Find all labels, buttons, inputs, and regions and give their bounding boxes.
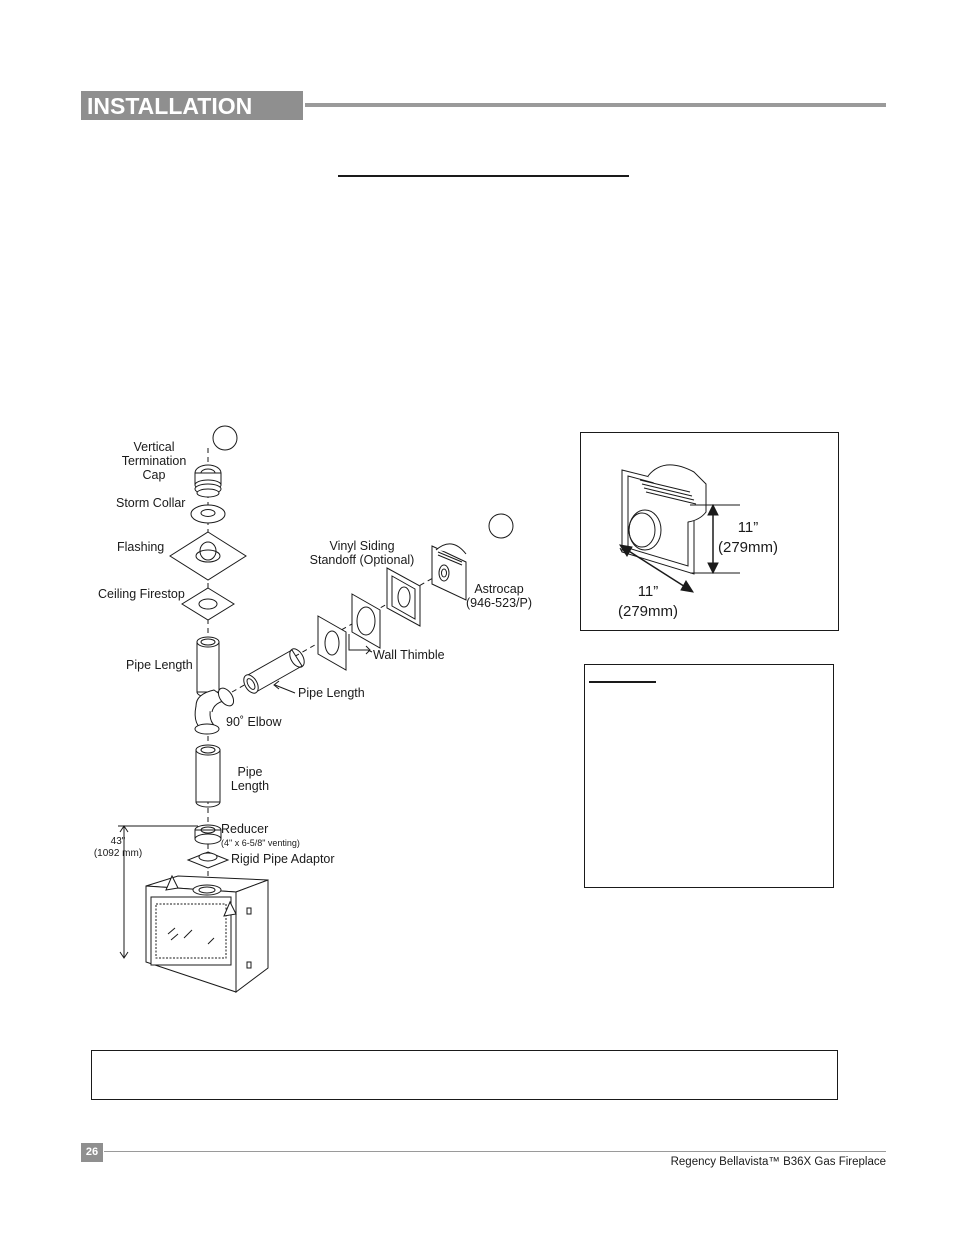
bottom-note-box <box>91 1050 838 1100</box>
label-storm-collar: Storm Collar <box>116 496 186 510</box>
label-reducer: Reducer <box>221 822 269 836</box>
inset-dim-horizontal: 11” (279mm) <box>617 583 678 620</box>
label-wall-thimble: Wall Thimble <box>373 648 445 662</box>
note-heading-rule <box>589 681 656 683</box>
flashing <box>169 531 247 581</box>
pipe-length-arrow <box>274 684 296 694</box>
label-vinyl-siding-standoff: Vinyl Siding Standoff (Optional) <box>309 539 415 567</box>
label-astrocap: Astrocap (946-523/P) <box>465 582 532 610</box>
section-rule <box>305 103 886 107</box>
label-rigid-pipe-adaptor: Rigid Pipe Adaptor <box>231 852 335 866</box>
label-elbow: 90˚ Elbow <box>226 715 282 729</box>
inset-dim-vertical: 11” (279mm) <box>717 519 778 556</box>
vertical-termination-cap <box>194 464 222 498</box>
vinyl-siding-standoff <box>386 567 421 627</box>
fireplace-unit <box>145 874 269 993</box>
rigid-pipe-adaptor <box>186 851 230 869</box>
storm-collar <box>190 504 226 524</box>
pipe-length-horizontal <box>243 648 305 694</box>
label-pipe-length-lower: Pipe Length <box>230 765 270 793</box>
label-pipe-length-upper: Pipe Length <box>126 658 193 672</box>
wall-thimble <box>317 593 381 671</box>
inset-astrocap-drawing <box>618 464 740 593</box>
label-height-dimension: 43" (1092 mm) <box>93 836 143 859</box>
marker-circle-horizontal <box>488 513 514 539</box>
marker-circle-vertical <box>212 425 238 451</box>
astrocap <box>431 543 467 601</box>
elbow <box>194 687 235 735</box>
height-dimension <box>118 825 198 959</box>
section-title: INSTALLATION <box>87 93 253 119</box>
pipe-length-lower <box>195 744 221 808</box>
label-pipe-length-horizontal: Pipe Length <box>298 686 365 700</box>
title-underline <box>338 175 629 177</box>
note-box <box>584 664 834 888</box>
section-tab <box>81 91 303 120</box>
footer-rule <box>104 1151 886 1152</box>
label-vertical-termination-cap: Vertical Termination Cap <box>121 440 187 482</box>
page-number: 26 <box>85 1146 99 1158</box>
reducer <box>194 824 222 845</box>
label-flashing: Flashing <box>117 540 165 554</box>
footer-product-name: Regency Bellavista™ B36X Gas Fireplace <box>670 1156 886 1168</box>
label-reducer-note: (4" x 6-5/8" venting) <box>221 838 300 848</box>
ceiling-firestop <box>181 587 235 621</box>
pipe-length-upper <box>196 636 220 698</box>
inset-box <box>580 432 839 631</box>
label-ceiling-firestop: Ceiling Firestop <box>98 587 185 601</box>
page-number-tab <box>81 1143 103 1162</box>
